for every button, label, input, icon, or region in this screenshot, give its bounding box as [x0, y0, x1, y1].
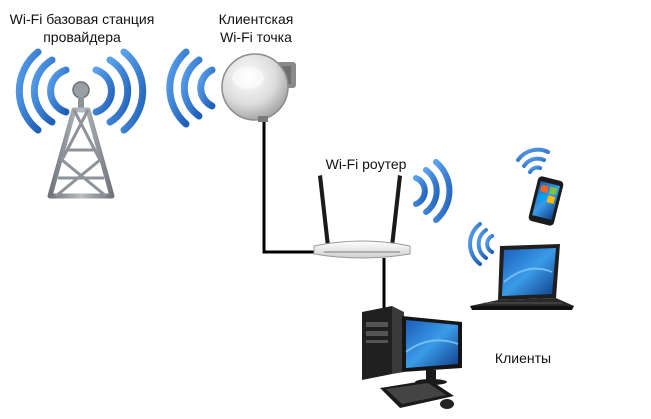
client-access-point-label-line2: Wi-Fi точка: [220, 29, 292, 45]
clients-label: Клиенты: [494, 350, 552, 366]
wifi-waves-icon: [15, 48, 147, 134]
wifi-router-icon: [313, 159, 453, 259]
isp-base-station-label-line1: Wi-Fi базовая станция: [9, 11, 155, 27]
client-access-point-label: Клиентская Wi-Fi точка: [196, 10, 316, 46]
isp-base-station-label: Wi-Fi базовая станция провайдера: [6, 10, 158, 46]
isp-base-station-label-line2: провайдера: [43, 29, 121, 45]
client-access-point-label-line1: Клиентская: [218, 11, 294, 27]
wifi-waves-icon: [516, 147, 550, 174]
router-label: Wi-Fi роутер: [325, 156, 407, 172]
wifi-access-point-icon: [166, 48, 296, 128]
wifi-waves-icon: [166, 48, 216, 128]
cable-access-point-to-router: [262, 118, 320, 254]
wifi-waves-icon: [413, 159, 453, 223]
laptop-icon: [468, 222, 574, 310]
desktop-computer-icon: [362, 306, 462, 409]
cell-tower-icon: [15, 48, 147, 199]
wifi-waves-icon: [468, 222, 494, 266]
smartphone-icon: [516, 147, 564, 226]
